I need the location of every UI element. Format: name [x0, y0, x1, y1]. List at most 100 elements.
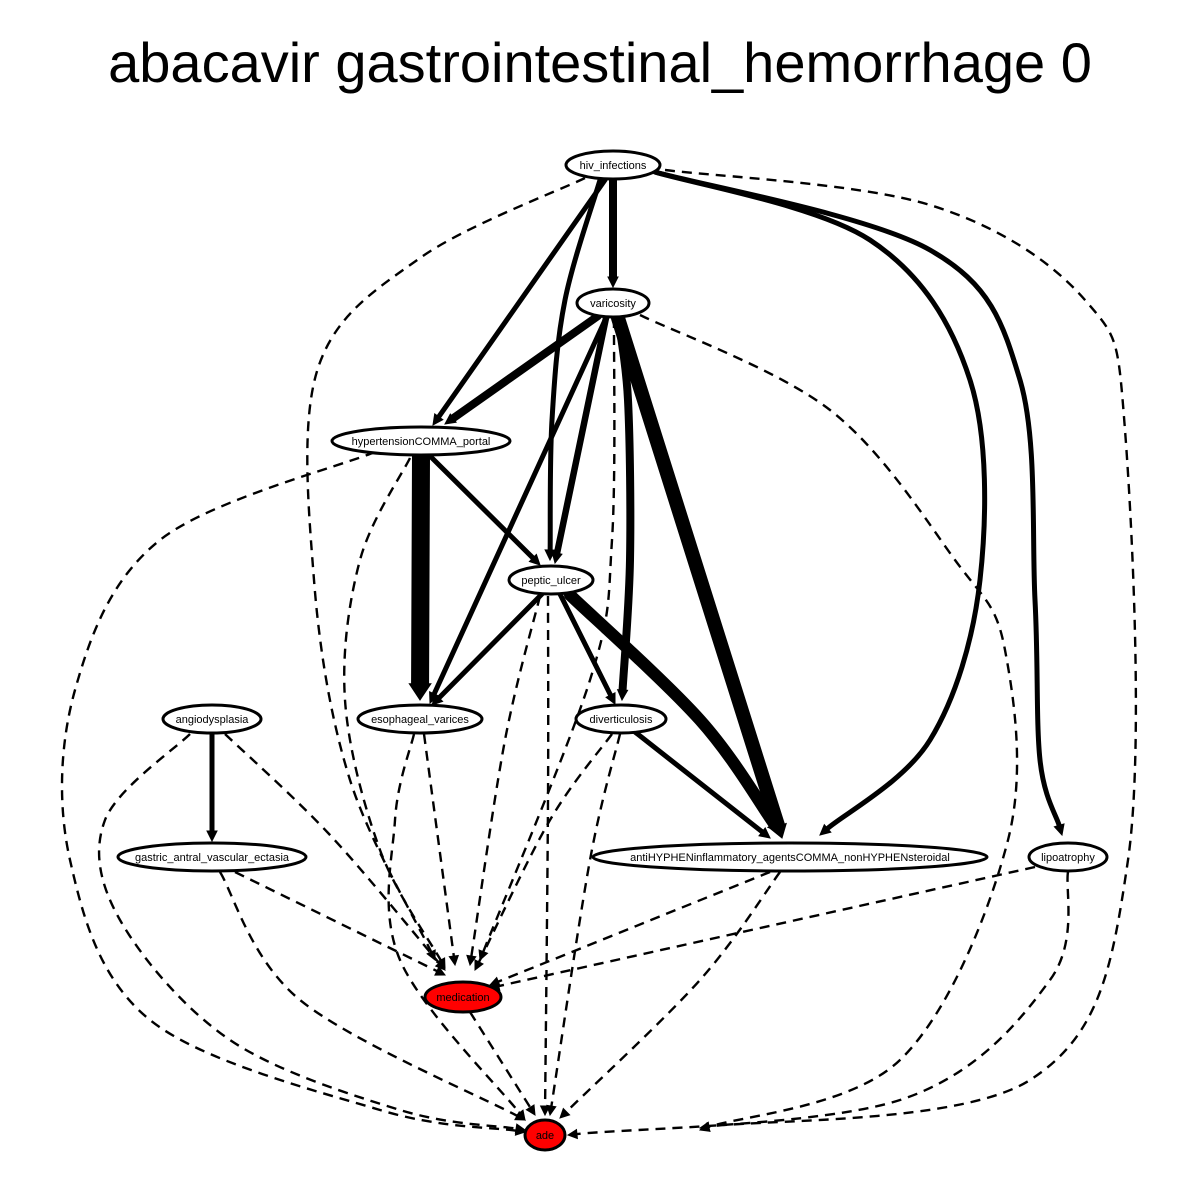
- edge-varicosity-to-hypertension_portal: [444, 312, 602, 425]
- edge-peptic_ulcer-to-diverticulosis: [557, 591, 616, 706]
- edge-hypertension_portal-to-esophageal_varices: [408, 447, 432, 701]
- arrowhead-icon: [434, 966, 447, 976]
- edge-hypertension_portal-to-ade: [60, 450, 527, 1136]
- node-ade[interactable]: ade: [523, 1118, 567, 1152]
- edge-line: [639, 313, 1019, 1129]
- edge-line: [449, 312, 602, 423]
- arrowhead-icon: [525, 1104, 536, 1116]
- edge-hypertension_portal-to-peptic_ulcer: [427, 453, 541, 566]
- edge-medication-to-ade: [468, 1011, 536, 1116]
- edge-line: [550, 733, 622, 1107]
- edge-line: [97, 733, 517, 1130]
- node-peptic_ulcer[interactable]: peptic_ulcer: [507, 564, 595, 596]
- edge-line: [343, 457, 442, 961]
- node-label: varicosity: [590, 298, 636, 310]
- arrowhead-icon: [616, 689, 629, 702]
- node-hypertension_portal[interactable]: hypertensionCOMMA_portal: [330, 425, 512, 457]
- arrowhead-icon: [444, 413, 457, 425]
- node-ellipse: [330, 425, 512, 457]
- node-angiodysplasia[interactable]: angiodysplasia: [161, 703, 263, 735]
- arrowhead-icon: [819, 823, 832, 836]
- arrowhead-icon: [559, 1107, 571, 1119]
- edge-line: [436, 591, 545, 701]
- arrowhead-icon: [605, 691, 616, 706]
- edge-gastric_antral_vascular_ectasia-to-medication: [234, 870, 447, 976]
- edge-varicosity-to-peptic_ulcer: [551, 314, 610, 565]
- arrowhead-icon: [528, 553, 541, 566]
- node-label: lipoatrophy: [1041, 852, 1095, 864]
- node-medication[interactable]: medication: [423, 980, 503, 1014]
- edge-line: [436, 177, 608, 420]
- edge-line: [482, 317, 616, 953]
- edge-line: [664, 168, 1138, 1128]
- edge-hiv_infections-to-nsaids: [652, 169, 988, 836]
- node-ellipse: [1027, 841, 1109, 873]
- arrowhead-icon: [448, 954, 460, 967]
- node-label: esophageal_varices: [371, 714, 469, 726]
- node-label: peptic_ulcer: [521, 575, 581, 587]
- edge-hiv_infections-to-peptic_ulcer: [544, 177, 603, 562]
- edge-hiv_infections-to-medication: [306, 176, 586, 962]
- edge-line: [60, 450, 517, 1132]
- arrowhead-icon: [758, 826, 771, 839]
- edge-hiv_infections-to-varicosity: [607, 176, 619, 289]
- edge-line: [543, 595, 550, 1107]
- edge-peptic_ulcer-to-nsaids: [564, 589, 781, 833]
- node-esophageal_varices[interactable]: esophageal_varices: [356, 703, 484, 735]
- edge-peptic_ulcer-to-ade: [539, 595, 551, 1117]
- edge-lipoatrophy-to-ade: [566, 871, 1070, 1140]
- edge-line: [431, 315, 609, 697]
- edges-layer: [60, 168, 1138, 1140]
- edge-line: [234, 870, 438, 973]
- edge-esophageal_varices-to-ade: [387, 733, 526, 1121]
- edge-line: [218, 871, 518, 1117]
- edge-line: [422, 733, 455, 957]
- arrowhead-icon: [546, 1104, 557, 1117]
- node-nsaids[interactable]: antiHYPHENinflammatory_agentsCOMMA_nonHY…: [591, 841, 989, 873]
- edge-nsaids-to-medication: [488, 870, 771, 987]
- node-label: hiv_infections: [580, 160, 647, 172]
- node-hiv_infections[interactable]: hiv_infections: [564, 149, 662, 181]
- edge-gastric_antral_vascular_ectasia-to-ade: [218, 871, 526, 1121]
- edge-hiv_infections-to-ade: [664, 168, 1138, 1132]
- arrowhead-icon: [514, 1123, 527, 1134]
- node-lipoatrophy[interactable]: lipoatrophy: [1027, 841, 1109, 873]
- node-label: medication: [436, 992, 489, 1004]
- node-diverticulosis[interactable]: diverticulosis: [574, 703, 668, 735]
- edge-esophageal_varices-to-medication: [422, 733, 460, 967]
- edge-line: [411, 447, 430, 693]
- arrowhead-icon: [466, 954, 477, 967]
- edge-line: [611, 311, 786, 833]
- edge-angiodysplasia-to-medication: [224, 733, 446, 971]
- arrowhead-icon: [432, 413, 444, 426]
- nodes-layer: hiv_infections varicosity hypertensionCOMM…: [116, 149, 1109, 1152]
- arrowhead-icon: [766, 818, 781, 833]
- node-ellipse: [523, 1118, 567, 1152]
- edge-line: [387, 733, 521, 1114]
- edge-angiodysplasia-to-ade: [97, 733, 527, 1134]
- node-ellipse: [574, 703, 668, 735]
- edge-line: [224, 733, 441, 964]
- arrowhead-icon: [434, 959, 446, 971]
- edge-varicosity-to-nsaids: [611, 311, 787, 839]
- node-label: angiodysplasia: [176, 714, 250, 726]
- arrowhead-icon: [408, 683, 432, 701]
- edge-line: [468, 1011, 532, 1109]
- edge-hiv_infections-to-lipoatrophy: [652, 169, 1065, 837]
- edge-line: [632, 729, 765, 835]
- edge-line: [564, 589, 780, 830]
- edge-line: [497, 870, 771, 983]
- node-ellipse: [356, 703, 484, 735]
- node-gastric_antral_vascular_ectasia[interactable]: gastric_antral_vascular_ectasia: [116, 841, 308, 873]
- node-label: antiHYPHENinflammatory_agentsCOMMA_nonHY…: [630, 852, 950, 864]
- node-ellipse: [564, 149, 662, 181]
- arrowhead-icon: [431, 693, 444, 706]
- edge-line: [652, 169, 988, 831]
- edge-hiv_infections-to-hypertension_portal: [432, 177, 608, 426]
- node-varicosity[interactable]: varicosity: [575, 287, 651, 319]
- edge-line: [477, 733, 613, 963]
- edge-line: [470, 595, 542, 957]
- node-ellipse: [507, 564, 595, 596]
- arrowhead-icon: [474, 959, 484, 971]
